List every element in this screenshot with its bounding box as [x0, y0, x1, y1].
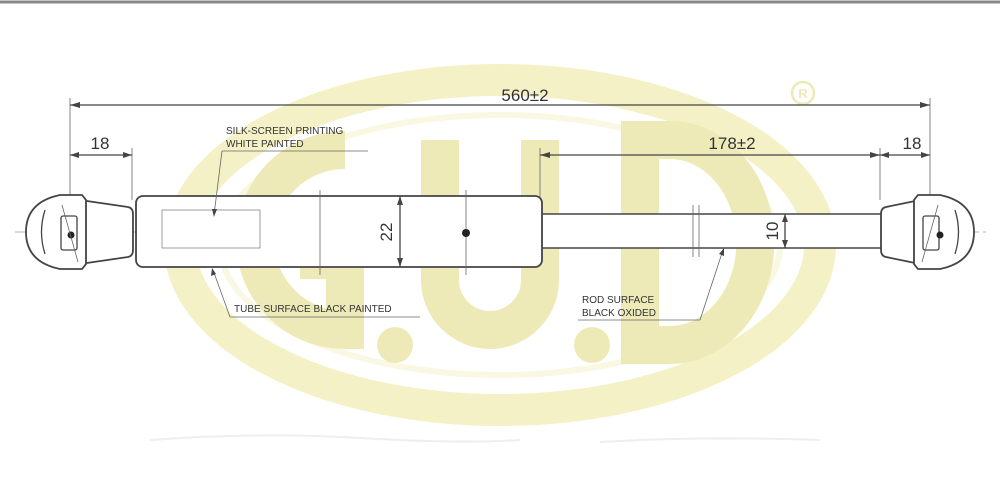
registered-mark-circle [790, 80, 816, 106]
rod-diameter-label: 10 [763, 222, 782, 241]
overall-length-label: 560±2 [501, 86, 548, 105]
tube-surface-label: TUBE SURFACE BLACK PAINTED [234, 304, 392, 315]
overall-length-dimension: 560±2 [69, 86, 931, 200]
silk-screen-note: SILK-SCREEN PRINTING WHITE PAINTED [212, 126, 368, 217]
logo-dot-1 [377, 327, 413, 363]
piston-rod [537, 213, 887, 249]
registered-mark-letter: R [798, 86, 808, 101]
left-fitting-pin [67, 231, 75, 239]
tube-diameter-dimension: 22 [377, 196, 403, 267]
rod-surface-line-1: ROD SURFACE [582, 295, 655, 306]
silk-screen-line-2: WHITE PAINTED [226, 139, 304, 150]
left-end-dimension: 18 [70, 134, 133, 200]
stroke-label: 178±2 [708, 134, 755, 153]
logo-letter-u [421, 140, 559, 349]
rod-surface-note: ROD SURFACE BLACK OXIDED [578, 248, 724, 321]
right-fitting-pin [936, 231, 944, 239]
cylinder-tube [135, 195, 543, 268]
tube-surface-note: TUBE SURFACE BLACK PAINTED [211, 268, 420, 318]
rod-surface-line-2: BLACK OXIDED [582, 308, 656, 319]
logo-dot-2 [574, 327, 610, 363]
tube-marker-dot [462, 229, 470, 237]
right-end-fitting [880, 194, 975, 270]
left-end-fitting [25, 194, 134, 270]
left-end-label: 18 [91, 134, 110, 153]
right-end-label: 18 [903, 134, 922, 153]
right-end-dimension: 18 [880, 134, 930, 158]
rod-diameter-dimension: 10 [763, 214, 788, 248]
tube-diameter-label: 22 [377, 223, 396, 242]
silk-screen-line-1: SILK-SCREEN PRINTING [226, 126, 343, 137]
silk-screen-area [161, 209, 261, 249]
faint-background-marks [149, 434, 821, 443]
